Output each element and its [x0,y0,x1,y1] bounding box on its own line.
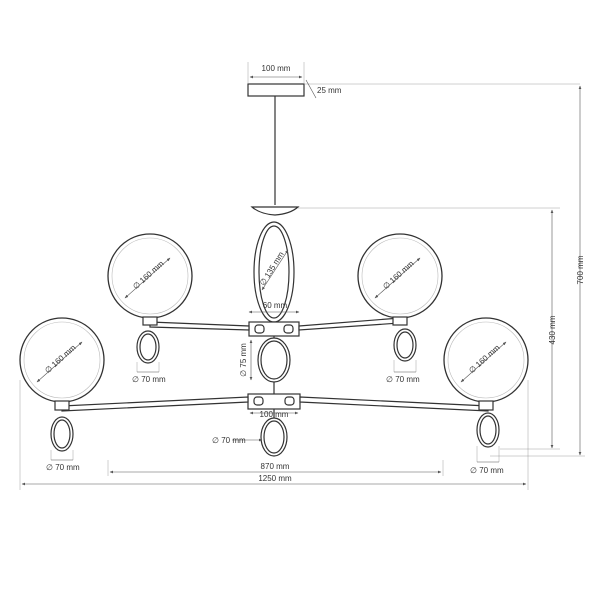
lower-hub [247,393,301,410]
lower-arm-left [61,396,249,412]
dim-upper-hub: 60 mm [263,301,288,310]
disc-top-right [393,328,417,362]
dim-total-span: 1250 mm [258,474,292,483]
dim-canopy-width: 100 mm [262,64,291,73]
dim-canopy-height: 25 mm [317,86,342,95]
disc-top-left [136,330,160,364]
upper-arm-right [298,317,401,331]
dim-disc-top-right: 70 mm [395,375,420,384]
disc-bottom-center [260,417,288,457]
svg-text:∅ 70 mm: ∅ 70 mm [470,466,504,475]
dim-disc-bottom-right: 70 mm [479,466,504,475]
dim-disc-top-left: 70 mm [141,375,166,384]
dim-lower-hub: 100 mm [260,410,289,419]
upper-cup [250,206,300,216]
svg-text:∅ 70 mm: ∅ 70 mm [386,375,420,384]
dim-center-disc: 75 mm [239,343,248,368]
disc-bottom-right [476,412,500,448]
svg-text:∅ 70 mm: ∅ 70 mm [132,375,166,384]
lower-arm-right [299,396,489,412]
dim-disc-bottom-center: 70 mm [221,436,246,445]
canopy [247,83,305,97]
dim-inner-span: 870 mm [261,462,290,471]
upper-hub [248,321,300,337]
svg-text:∅ 75 mm: ∅ 75 mm [239,343,248,377]
svg-text:∅ 70 mm: ∅ 70 mm [212,436,246,445]
upper-arm-left [149,321,250,331]
center-disc [257,337,291,383]
dim-total-height: 700 mm [576,255,585,284]
disc-bottom-left [50,416,74,452]
dim-disc-bottom-left: 70 mm [55,463,80,472]
dim-body-height: 430 mm [548,315,557,344]
svg-text:∅ 70 mm: ∅ 70 mm [46,463,80,472]
